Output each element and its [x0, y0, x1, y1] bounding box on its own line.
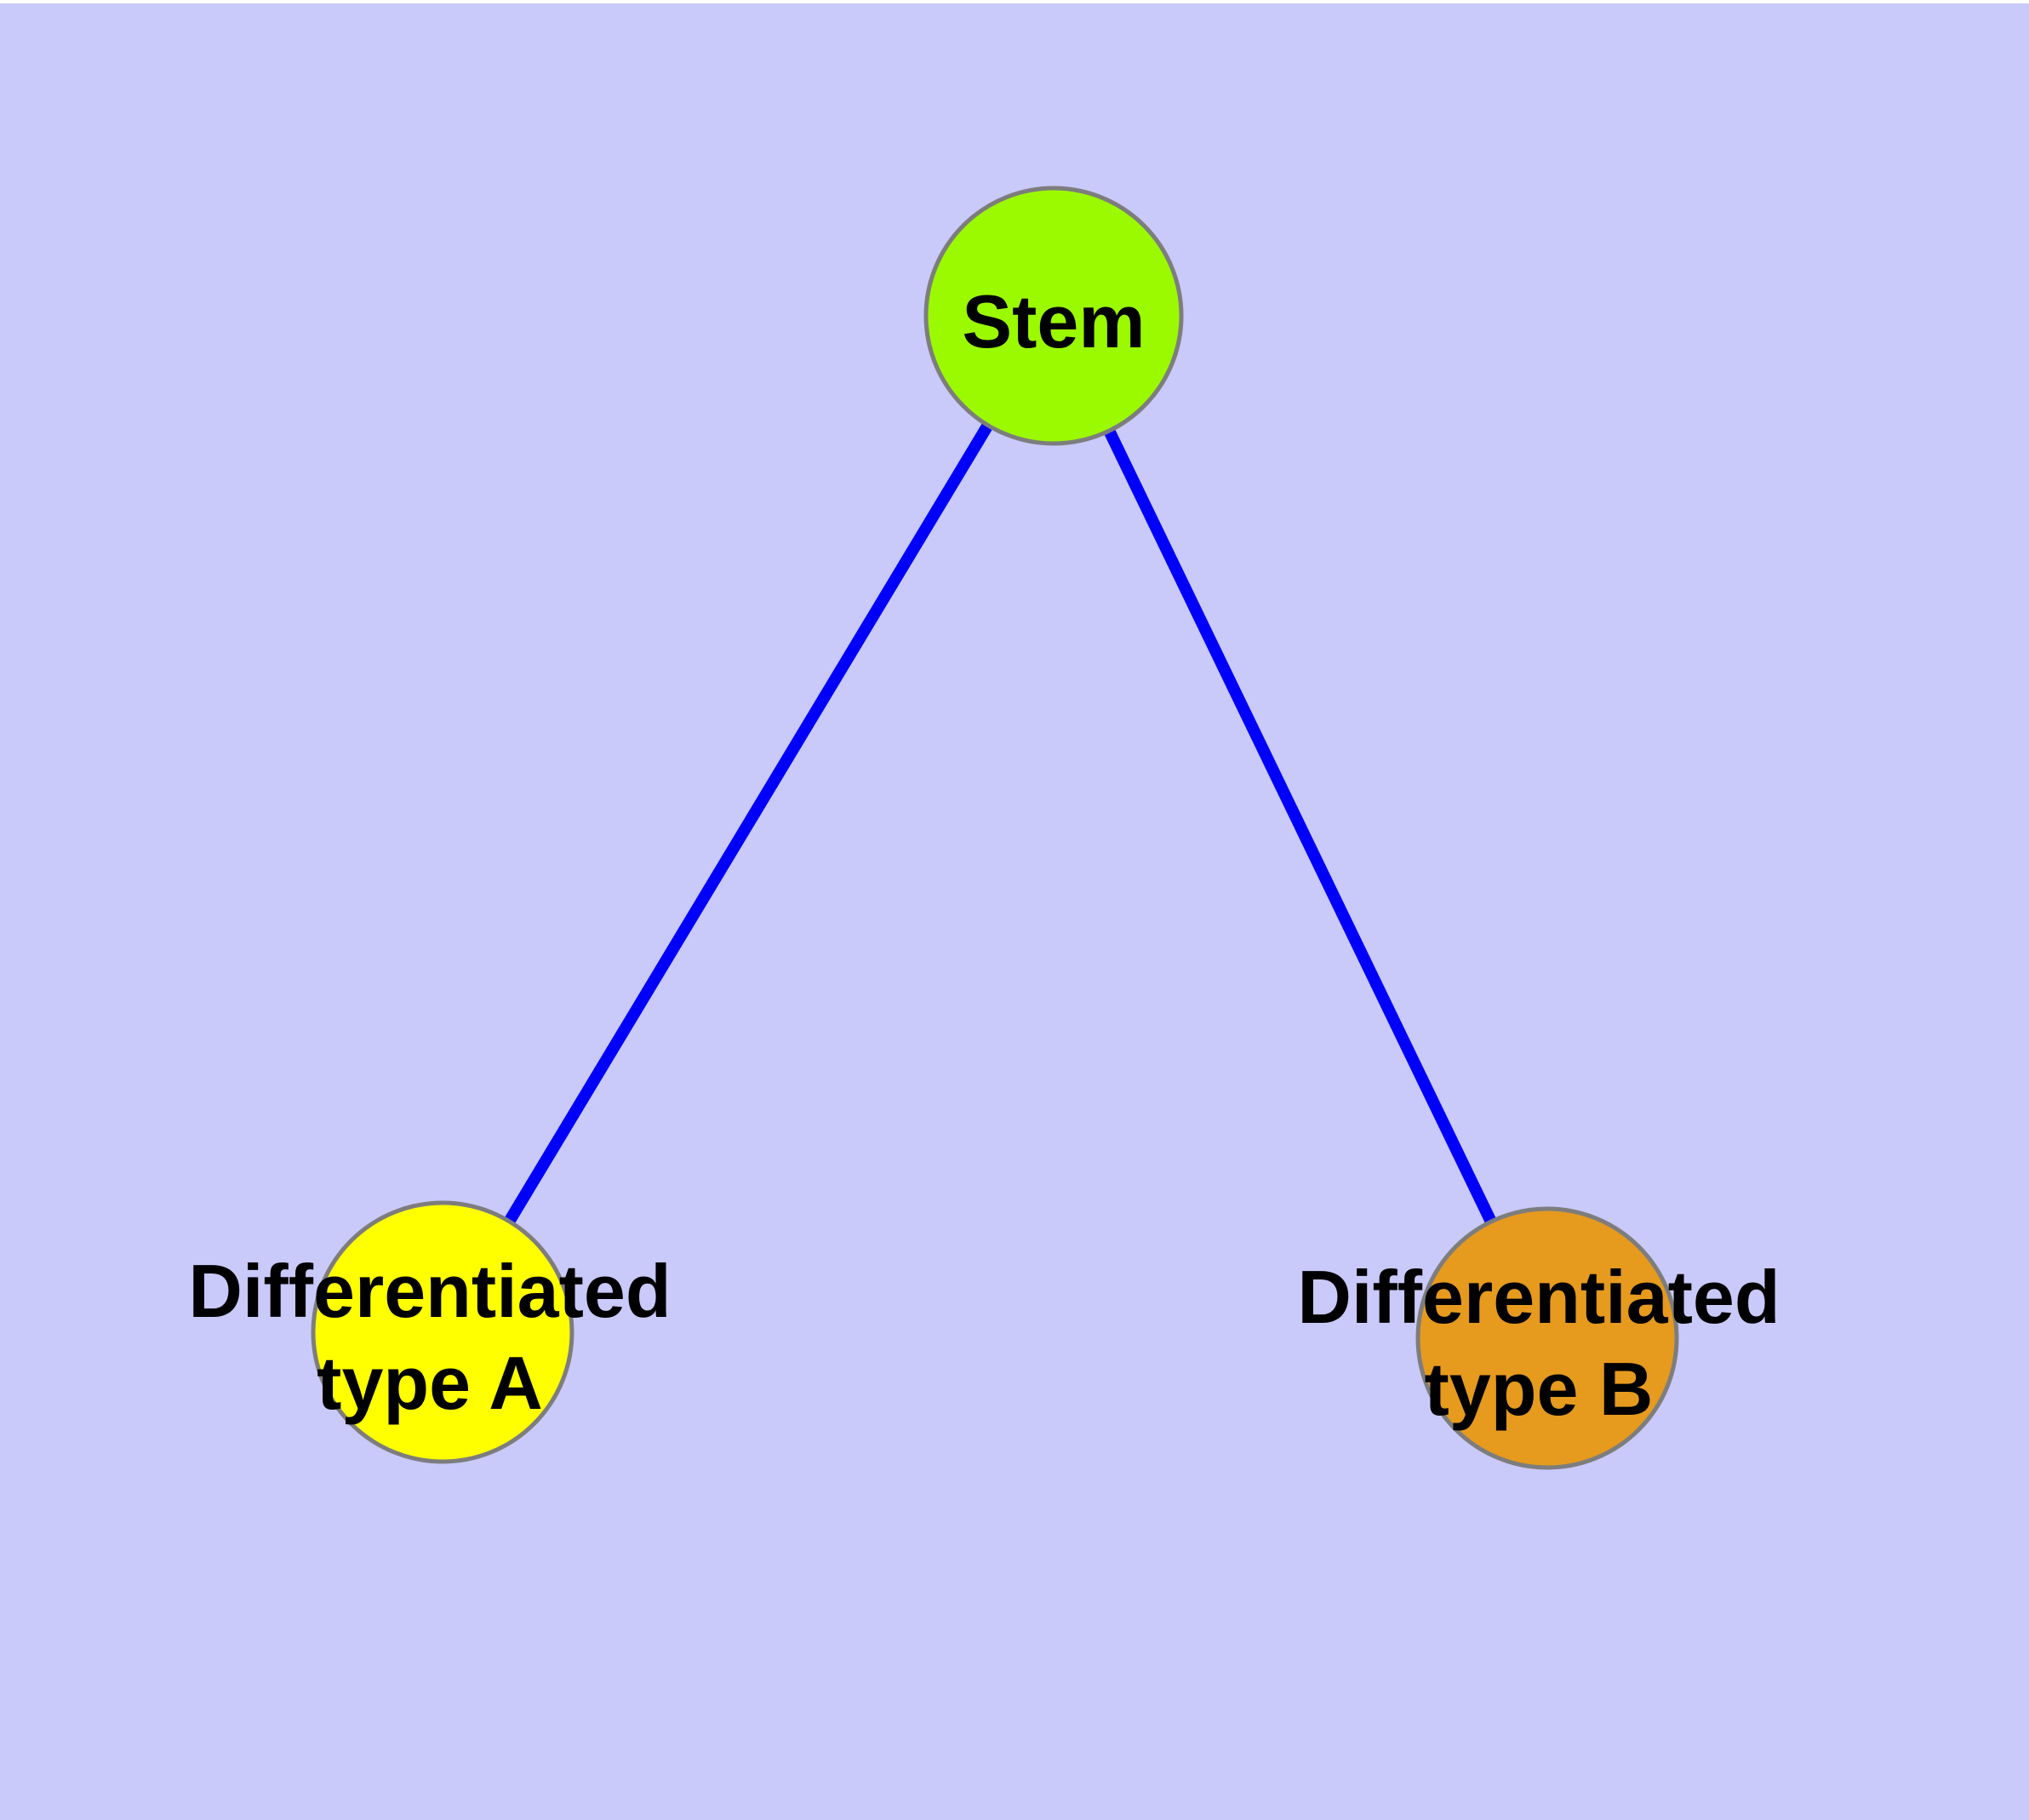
node-stem-label: Stem [962, 279, 1145, 363]
node-type-a: Differentiated type A [188, 1200, 672, 1464]
node-type-a-circle [311, 1200, 574, 1464]
node-type-b-circle [1415, 1206, 1679, 1470]
node-type-a-label-line1: Differentiated [188, 1249, 671, 1333]
edge-stem-to-type-b [1048, 312, 1553, 1342]
node-type-a-label-line2: type A [317, 1341, 543, 1425]
node-type-b-label-line1: Differentiated [1297, 1255, 1780, 1339]
node-type-b-label-line2: type B [1425, 1347, 1654, 1431]
top-margin-strip [0, 0, 2029, 3]
node-type-b: Differentiated type B [1297, 1206, 1780, 1470]
node-stem-circle [923, 186, 1184, 446]
node-stem: Stem [923, 186, 1184, 446]
edge-stem-to-type-a [437, 312, 1059, 1336]
